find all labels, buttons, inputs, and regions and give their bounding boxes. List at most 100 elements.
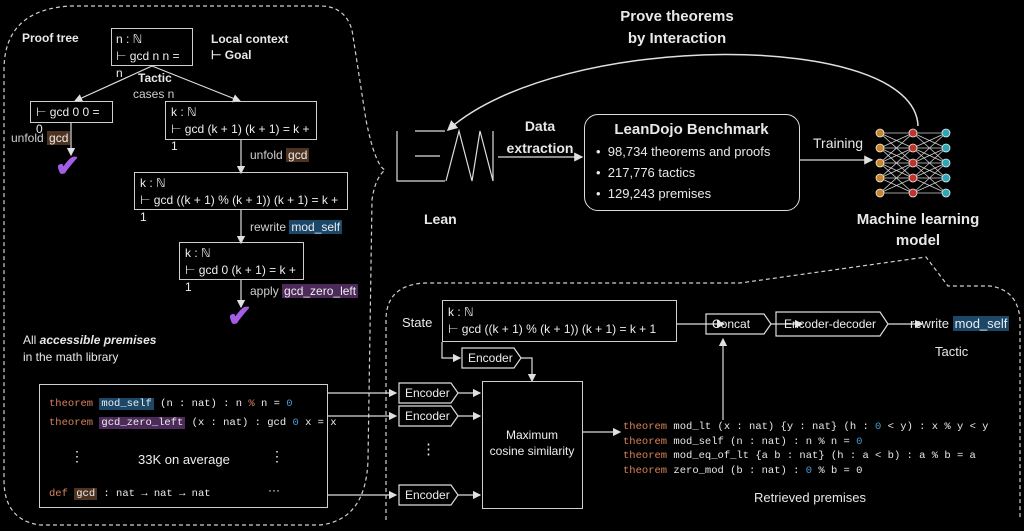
proof-node-root: n : ℕ ⊢ gcd n n = n	[111, 28, 193, 80]
keyword: def	[49, 488, 68, 500]
nn-input-node	[875, 173, 885, 183]
node-goal: ⊢ gcd ((k + 1) % (k + 1)) (k + 1) = k + …	[140, 193, 339, 224]
encoder-decoder-shape	[775, 311, 889, 337]
premise-name: gcd	[74, 488, 98, 500]
nn-edge	[912, 132, 947, 149]
nn-input-node	[875, 158, 885, 168]
legend-goal: ⊢ Goal	[211, 48, 252, 62]
similarity-label-line2: cosine similarity	[489, 444, 575, 458]
premise-gcd-zero-left: gcd_zero_left	[282, 284, 359, 298]
retrieved-premise: theorem mod_lt (x : nat) {y : nat} (h : …	[623, 420, 988, 435]
signature: % b = 0	[812, 464, 863, 477]
nn-hidden-node	[908, 188, 918, 198]
node-goal: ⊢ gcd 0 (k + 1) = k + 1	[185, 263, 296, 294]
node-goal: ⊢ gcd (k + 1) (k + 1) = k + 1	[171, 122, 310, 153]
keyword: theorem	[49, 417, 94, 429]
nn-output-node	[941, 143, 951, 153]
number: 0	[856, 435, 863, 448]
benchmark-item: • 98,734 theorems and proofs	[596, 144, 771, 159]
tactic-label: Tactic	[138, 71, 172, 85]
horizontal-ellipsis: ···	[268, 483, 280, 497]
nn-edge	[879, 162, 914, 179]
encoder-premise-2: Encoder	[405, 409, 450, 423]
encoder-1-shape	[398, 382, 459, 404]
node-context: n : ℕ	[116, 32, 143, 46]
check-icon: ✔	[227, 300, 253, 333]
signature: (n : nat) : n	[153, 398, 249, 410]
neural-network-icon	[875, 128, 951, 198]
retrieved-premise: theorem mod_eq_of_lt {a b : nat} (h : a …	[623, 449, 988, 464]
proof-tree-region-border	[3, 5, 387, 526]
premise-line-gcd-def: def gcd : nat → nat → nat	[49, 488, 211, 500]
benchmark-premises: 129,243 premises	[607, 186, 712, 201]
nn-output-node	[941, 188, 951, 198]
nn-edge	[879, 132, 914, 164]
vertical-ellipsis: ⋮	[421, 441, 436, 458]
lean-logo	[396, 128, 494, 182]
nn-edge	[912, 162, 947, 179]
keyword: theorem	[623, 464, 668, 477]
nn-edge	[879, 147, 914, 164]
state-label: State	[402, 315, 433, 330]
nn-hidden-node	[908, 128, 918, 138]
tactic-apply: apply gcd_zero_left	[250, 283, 359, 300]
keyword: theorem	[623, 435, 668, 448]
nn-edge	[912, 162, 947, 194]
signature: n =	[254, 398, 287, 410]
tactic-prefix: apply	[250, 284, 279, 298]
model-label-line1: Machine learning	[856, 211, 980, 228]
keyword: theorem	[623, 450, 668, 462]
premise-name: gcd_zero_left	[99, 417, 186, 429]
premises-caption: All accessible premises	[23, 332, 156, 349]
encoder-decoder-block: Encoder-decoder	[784, 317, 877, 331]
premise-mod-self: mod_self	[289, 220, 343, 234]
tactic-prefix: rewrite	[910, 316, 950, 331]
check-icon: ✔	[55, 150, 81, 183]
nn-input-node	[875, 143, 885, 153]
proof-node-succ: k : ℕ ⊢ gcd (k + 1) (k + 1) = k + 1	[165, 101, 317, 153]
nn-hidden-node	[908, 143, 918, 153]
signature: : nat → nat → nat	[97, 488, 211, 500]
premise-gcd: gcd	[286, 148, 310, 162]
tactic-caption: Tactic	[935, 344, 969, 359]
node-context: k : ℕ	[171, 105, 197, 119]
premise-mod-self: mod_self	[952, 316, 1010, 331]
signature: (x : nat) : gcd	[185, 417, 293, 429]
leandojo-benchmark-box: LeanDojo Benchmark • 98,734 theorems and…	[584, 114, 800, 211]
similarity-label-line1: Maximum	[505, 428, 558, 442]
retrieved-premises-list: theorem mod_lt (x : nat) {y : nat} (h : …	[623, 420, 988, 478]
training-label: Training	[813, 135, 864, 151]
benchmark-item: • 217,776 tactics	[596, 165, 696, 180]
node-goal: ⊢ gcd n n = n	[116, 49, 180, 80]
nn-edge	[879, 177, 914, 194]
number: 0	[286, 398, 293, 410]
node-goal: ⊢ gcd 0 0 = 0	[36, 105, 100, 136]
extraction-label-line1: Data	[524, 118, 556, 134]
signature: mod_self (n : nat) : n % n =	[667, 435, 857, 448]
tactic-prefix: rewrite	[250, 220, 287, 234]
nn-hidden-node	[908, 173, 918, 183]
retrieved-premise: theorem mod_self (n : nat) : n % n = 0	[623, 435, 988, 450]
number: 0	[805, 464, 813, 477]
tactic-rewrite: rewrite mod_self	[250, 219, 343, 236]
encoder-n-shape	[398, 484, 459, 506]
lean-label: Lean	[424, 211, 457, 227]
loop-label-line2: by Interaction	[627, 30, 727, 47]
nn-edge	[912, 177, 947, 194]
premises-caption-line2: in the math library	[23, 350, 119, 364]
tactic-prefix: unfold	[250, 148, 283, 162]
nn-edge	[912, 147, 947, 164]
encoder-premise-n: Encoder	[405, 488, 450, 502]
proof-node-zero-left: k : ℕ ⊢ gcd 0 (k + 1) = k + 1	[179, 242, 304, 294]
loop-label-line1: Prove theorems	[620, 8, 734, 25]
proof-tree-title: Proof tree	[22, 31, 79, 45]
signature: mod_lt (x : nat) {y : nat} (h :	[667, 421, 876, 433]
premise-line-mod-self: theorem mod_self (n : nat) : n % n = 0	[49, 398, 293, 410]
retrieved-caption: Retrieved premises	[754, 490, 866, 505]
similarity-block: Maximum cosine similarity	[482, 381, 583, 509]
benchmark-theorems: 98,734 theorems and proofs	[607, 144, 771, 159]
benchmark-tactics: 217,776 tactics	[607, 165, 696, 180]
nn-edge	[879, 132, 914, 149]
encoder-state-shape	[461, 347, 522, 369]
